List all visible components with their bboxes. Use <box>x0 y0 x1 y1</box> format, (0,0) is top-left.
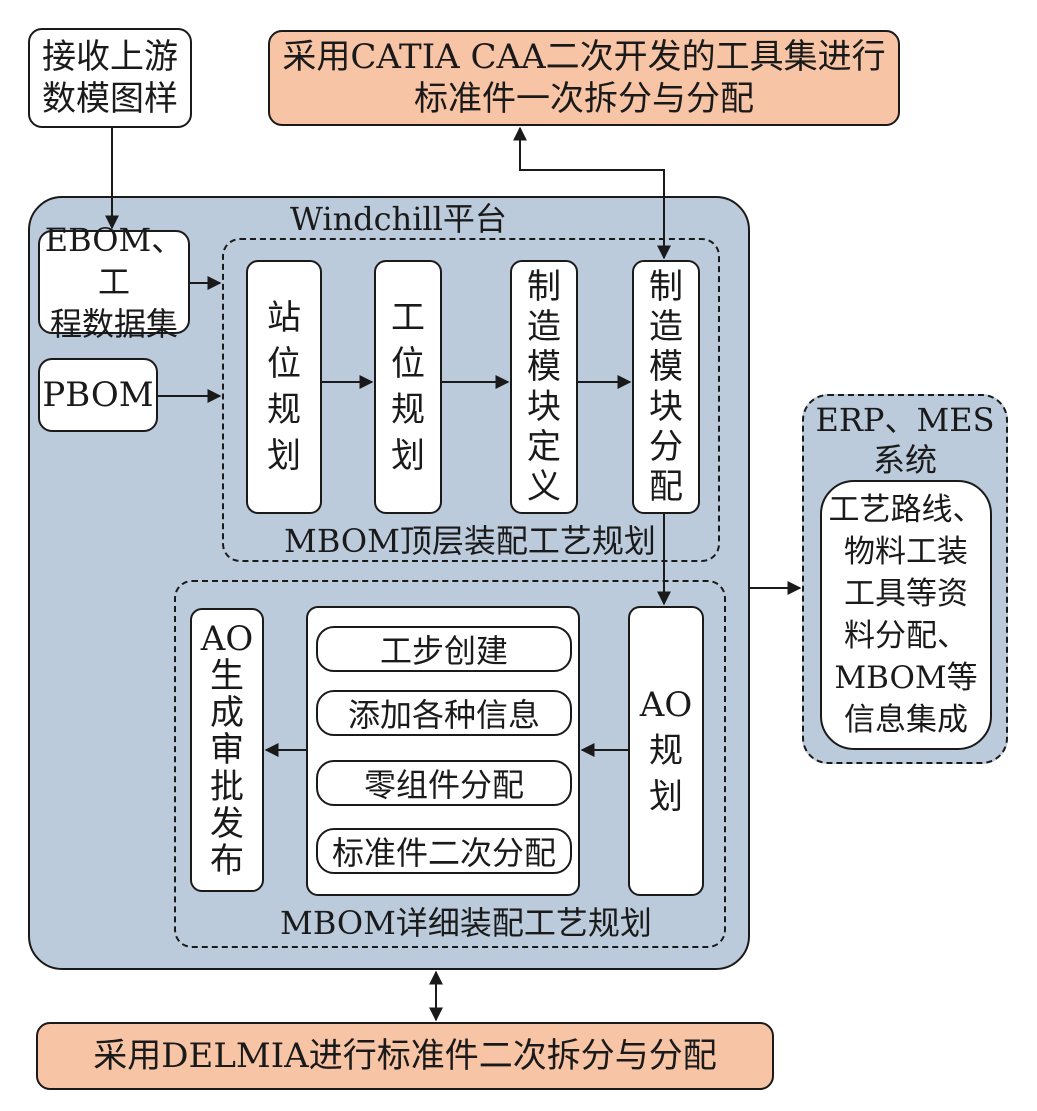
erp-integration-label: 工艺路线、 物料工装 工具等资 料分配、 MBOM等 信息集成 <box>828 492 984 738</box>
erp-integration-box: 工艺路线、 物料工装 工具等资 料分配、 MBOM等 信息集成 <box>820 480 992 750</box>
pbom-label: PBOM <box>42 375 154 415</box>
upstream-input-label: 接收上游 数模图样 <box>42 37 178 119</box>
position-planning-box: 工 位 规 划 <box>374 260 442 514</box>
task-step-creation: 工步创建 <box>316 626 572 672</box>
upstream-input-box: 接收上游 数模图样 <box>28 28 192 128</box>
delmia-box: 采用DELMIA进行标准件二次拆分与分配 <box>36 1022 774 1090</box>
station-planning-box: 站 位 规 划 <box>246 260 322 514</box>
ao-release-label: AO 生 成 审 批 发 布 <box>200 618 254 881</box>
task-standard-part-allocation: 标准件二次分配 <box>316 828 572 874</box>
task-add-info: 添加各种信息 <box>316 690 572 736</box>
mbom-top-group-label: MBOM顶层装配工艺规划 <box>284 522 656 560</box>
mbom-detail-group-label: MBOM详细装配工艺规划 <box>280 904 652 942</box>
mbom-detail-group <box>174 580 726 948</box>
task-component-allocation: 零组件分配 <box>316 760 572 806</box>
module-definition-box: 制 造 模 块 定 义 <box>510 260 578 514</box>
pbom-box: PBOM <box>38 358 158 432</box>
platform-title: Windchill平台 <box>290 200 507 238</box>
module-allocation-box: 制 造 模 块 分 配 <box>632 260 700 514</box>
ao-release-box: AO 生 成 审 批 发 布 <box>190 608 264 892</box>
module-allocation-label: 制 造 模 块 分 配 <box>649 267 683 507</box>
catia-label: 采用CATIA CAA二次开发的工具集进行 标准件一次拆分与分配 <box>282 37 886 119</box>
catia-box: 采用CATIA CAA二次开发的工具集进行 标准件一次拆分与分配 <box>268 30 900 126</box>
station-planning-label: 站 位 规 划 <box>267 298 301 476</box>
arrow-catia-allocation <box>513 126 671 260</box>
delmia-label: 采用DELMIA进行标准件二次拆分与分配 <box>93 1036 717 1076</box>
erp-mes-title: ERP、MES 系统 <box>815 401 995 479</box>
position-planning-label: 工 位 规 划 <box>391 298 425 476</box>
ao-planning-label: AO 规 划 <box>639 685 693 817</box>
ao-planning-box: AO 规 划 <box>628 606 704 896</box>
mbom-top-group <box>222 238 720 562</box>
module-definition-label: 制 造 模 块 定 义 <box>527 267 561 507</box>
